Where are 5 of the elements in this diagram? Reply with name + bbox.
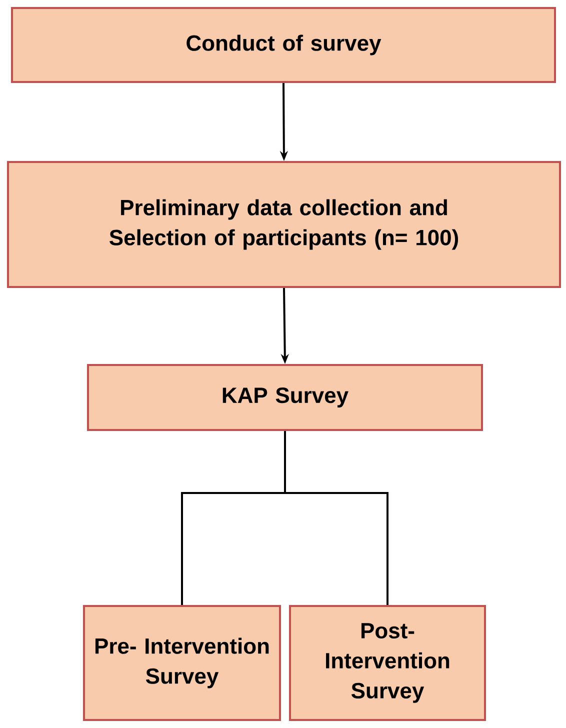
process-box: Post- Intervention Survey — [289, 605, 486, 721]
process-box: Preliminary data collection and Selection of participants (n= 100) — [7, 161, 561, 288]
process-box: KAP Survey — [87, 364, 483, 431]
process-box: Conduct of survey — [11, 7, 556, 83]
process-box: Pre- Intervention Survey — [83, 605, 281, 721]
